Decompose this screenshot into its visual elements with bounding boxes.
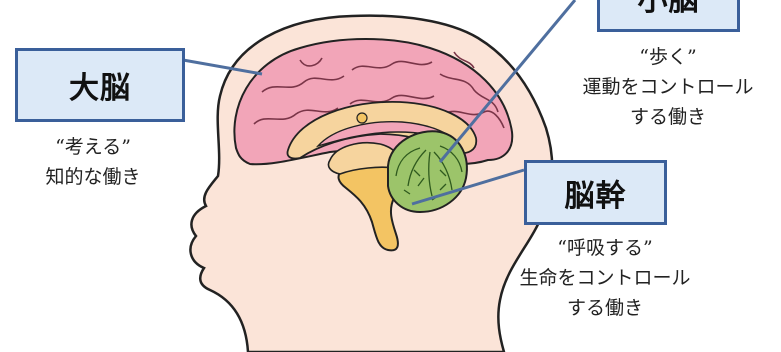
cerebellum-desc-line-3: する働き	[568, 102, 768, 132]
cerebellum-description: “歩く” 運動をコントロール する働き	[568, 42, 768, 132]
cerebrum-label: 大脳	[15, 48, 185, 122]
cerebellum-desc-line-1: “歩く”	[568, 42, 768, 72]
brainstem-desc-line-3: する働き	[500, 293, 710, 323]
pituitary-dot	[357, 113, 367, 123]
cerebrum-desc-line-1: “考える”	[8, 132, 178, 162]
brainstem-description: “呼吸する” 生命をコントロール する働き	[500, 233, 710, 323]
brainstem-desc-line-1: “呼吸する”	[500, 233, 710, 263]
cerebellum-desc-line-2: 運動をコントロール	[568, 72, 768, 102]
brainstem-desc-line-2: 生命をコントロール	[500, 263, 710, 293]
cerebellum-label: 小脳	[597, 0, 740, 32]
brainstem-label: 脳幹	[524, 160, 667, 225]
cerebrum-desc-line-2: 知的な働き	[8, 162, 178, 192]
cerebrum-description: “考える” 知的な働き	[8, 132, 178, 192]
